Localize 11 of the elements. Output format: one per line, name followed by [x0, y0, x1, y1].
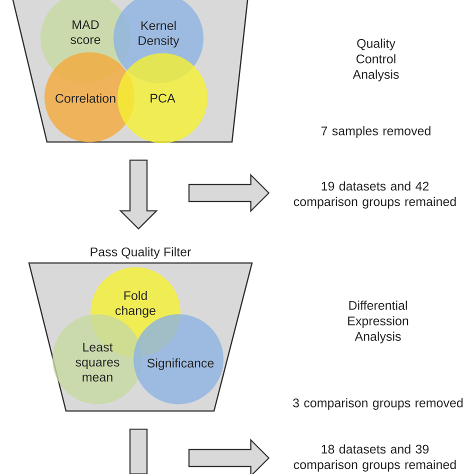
block-arrow: [119, 160, 158, 230]
block-arrow: [188, 174, 270, 212]
step-label: Differential Expression Analysis: [348, 300, 408, 344]
result-text: 18 datasets and 39 comparison groups remained: [294, 444, 456, 472]
step-label: 7 samples removed: [321, 126, 430, 138]
step-label: Quality Control Analysis: [352, 38, 399, 82]
step-label: 3 comparison groups removed: [293, 398, 463, 410]
result-text: 19 datasets and 42 comparison groups remained: [294, 181, 456, 209]
node-label: Pass Quality Filter: [90, 247, 191, 259]
block-arrow: [188, 438, 270, 474]
block-arrow: [129, 428, 148, 474]
